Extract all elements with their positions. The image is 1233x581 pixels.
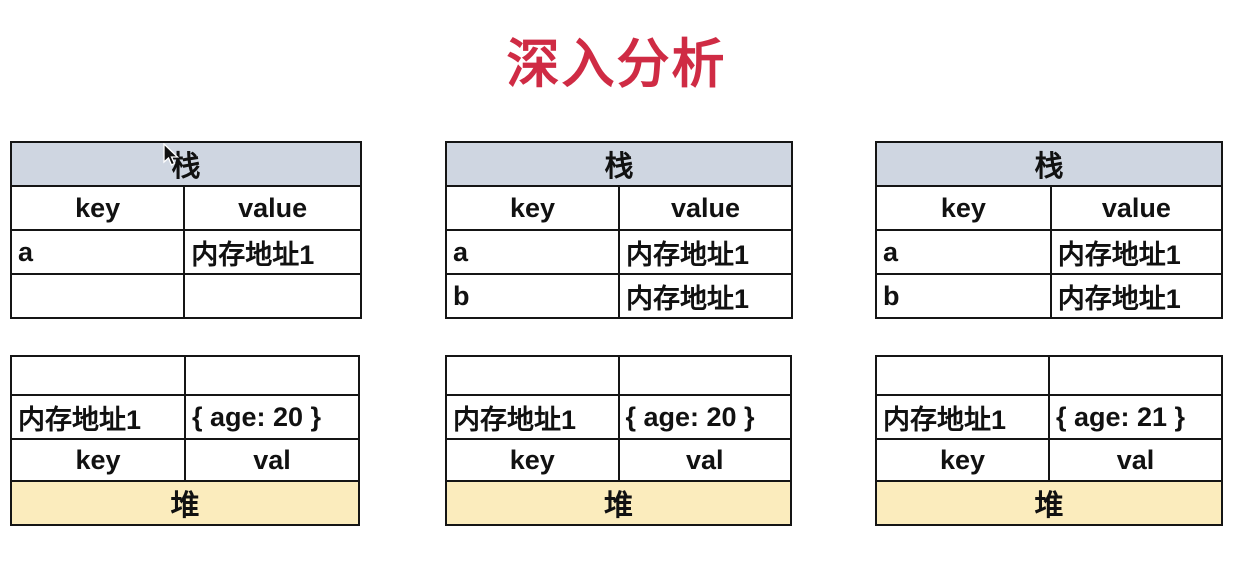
table-row: 内存地址1 { age: 20 } [445, 394, 792, 440]
column-header-key: key [445, 438, 620, 482]
heap-footer: 堆 [875, 480, 1223, 526]
cell-key [445, 355, 620, 396]
column-header-key: key [875, 438, 1050, 482]
cell-key: a [875, 229, 1052, 275]
cell-value: 内存地址1 [183, 229, 362, 275]
table-row: b 内存地址1 [875, 273, 1224, 319]
cell-value: { age: 20 } [184, 394, 360, 440]
stack-header: 栈 [445, 141, 793, 187]
stack-table-1: 栈 key value a 内存地址1 [9, 141, 362, 319]
heap-footer: 堆 [445, 480, 792, 526]
table-row: a 内存地址1 [9, 229, 362, 275]
column-header-value: value [1049, 185, 1224, 231]
cell-value: 内存地址1 [1049, 229, 1224, 275]
cell-key [10, 355, 186, 396]
column-header-value: value [183, 185, 362, 231]
cell-key: a [9, 229, 186, 275]
table-row [445, 355, 792, 396]
heap-table-2: 内存地址1 { age: 20 } key val 堆 [445, 355, 792, 526]
column-header-key: key [875, 185, 1052, 231]
table-row [875, 355, 1223, 396]
cell-key: a [445, 229, 620, 275]
cell-value: 内存地址1 [618, 273, 793, 319]
heap-footer: 堆 [10, 480, 360, 526]
table-row: b 内存地址1 [445, 273, 793, 319]
column-header-key: key [9, 185, 186, 231]
cell-key: b [875, 273, 1052, 319]
stack-table-3: 栈 key value a 内存地址1 b 内存地址1 [875, 141, 1224, 319]
column-header-value: value [618, 185, 793, 231]
cell-key: 内存地址1 [445, 394, 620, 440]
column-header-val: val [617, 438, 792, 482]
heap-table-1: 内存地址1 { age: 20 } key val 堆 [10, 355, 360, 526]
cell-value [184, 355, 360, 396]
stack-header: 栈 [10, 141, 362, 187]
table-row: 内存地址1 { age: 21 } [875, 394, 1223, 440]
table-row [9, 273, 362, 319]
cell-value [617, 355, 792, 396]
cell-value [183, 273, 362, 319]
column-header-key: key [10, 438, 186, 482]
cell-key: b [445, 273, 620, 319]
cell-value: { age: 20 } [617, 394, 792, 440]
cell-key: 内存地址1 [875, 394, 1050, 440]
cell-value: 内存地址1 [618, 229, 793, 275]
stack-table-2: 栈 key value a 内存地址1 b 内存地址1 [445, 141, 793, 319]
cell-value: 内存地址1 [1049, 273, 1224, 319]
cell-key [9, 273, 186, 319]
table-row: a 内存地址1 [875, 229, 1224, 275]
stack-header: 栈 [875, 141, 1223, 187]
cell-value: { age: 21 } [1048, 394, 1223, 440]
heap-table-3: 内存地址1 { age: 21 } key val 堆 [875, 355, 1223, 526]
page-title: 深入分析 [506, 35, 727, 94]
cell-key [875, 355, 1050, 396]
column-header-val: val [184, 438, 360, 482]
table-row: 内存地址1 { age: 20 } [10, 394, 360, 440]
column-header-val: val [1048, 438, 1223, 482]
table-row [10, 355, 360, 396]
column-header-key: key [445, 185, 620, 231]
table-row: a 内存地址1 [445, 229, 793, 275]
cell-value [1048, 355, 1223, 396]
cell-key: 内存地址1 [10, 394, 186, 440]
